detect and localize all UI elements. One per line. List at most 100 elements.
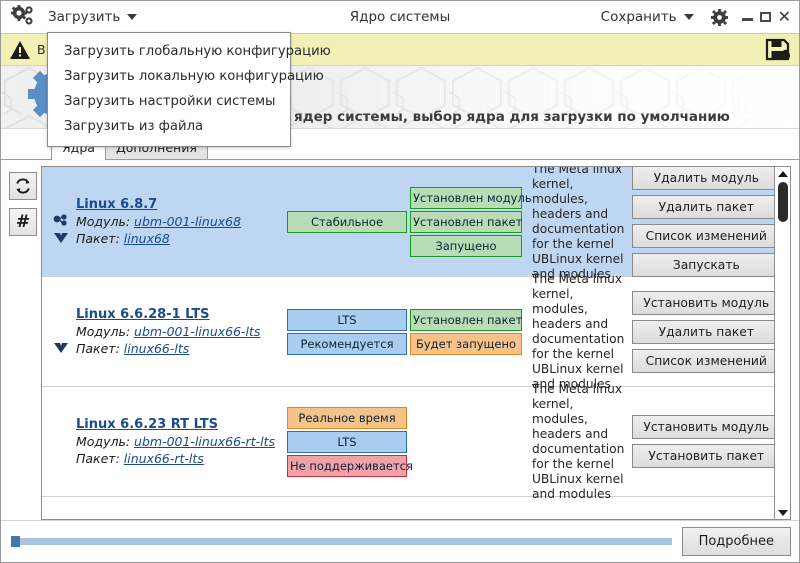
remove-package-button[interactable]: Удалить пакет xyxy=(632,195,774,219)
module-label: Модуль: xyxy=(76,323,131,339)
refresh-button[interactable] xyxy=(9,172,37,200)
hash-icon: # xyxy=(15,211,31,232)
package-label: Пакет: xyxy=(76,450,120,466)
chevron-down-icon xyxy=(683,14,694,20)
package-link[interactable]: linux66-lts xyxy=(123,340,190,356)
chevron-down-icon xyxy=(127,14,138,20)
module-link[interactable]: ubm-001-linux68 xyxy=(134,213,242,229)
refresh-icon xyxy=(14,177,32,195)
module-label: Модуль: xyxy=(76,213,131,229)
package-label: Пакет: xyxy=(76,340,120,356)
module-link[interactable]: ubm-001-linux66-rt-lts xyxy=(134,433,275,449)
kernel-package-line: Пакет: linux66-lts xyxy=(76,340,287,357)
details-button[interactable]: Подробнее xyxy=(681,527,791,556)
install-module-button[interactable]: Установить модуль xyxy=(632,415,774,439)
minimize-icon[interactable] xyxy=(741,18,753,21)
status-badges-left: LTS Рекомендуется xyxy=(287,308,407,355)
status-badge: LTS xyxy=(287,430,407,453)
kernel-description: The Meta linux kernel, modules, headers … xyxy=(532,271,625,391)
kernel-list: Linux 6.8.7 Модуль: ubm-001-linux68 Паке… xyxy=(41,166,791,520)
load-menu-label: Загрузить xyxy=(48,9,121,25)
table-row[interactable]: Linux 6.8.7 Модуль: ubm-001-linux68 Паке… xyxy=(42,167,774,281)
warning-triangle-icon xyxy=(9,40,31,60)
status-badge: Установлен пакет xyxy=(410,308,522,331)
footer: Подробнее xyxy=(1,520,799,562)
package-icon xyxy=(53,341,69,355)
status-badge: Реальное время xyxy=(287,406,407,429)
window-controls: ✕ xyxy=(741,7,791,26)
settings-gear-icon[interactable] xyxy=(710,8,728,26)
save-menu-button[interactable]: Сохранить xyxy=(596,7,699,27)
menu-item-from-file[interactable]: Загрузить из файла xyxy=(64,119,204,134)
package-icon xyxy=(53,231,69,245)
module-icon xyxy=(53,213,69,227)
status-badge: Установлен модуль xyxy=(410,186,532,209)
remove-module-button[interactable]: Удалить модуль xyxy=(632,167,774,190)
run-button[interactable]: Запускать xyxy=(632,253,774,277)
install-package-button[interactable]: Установить пакет xyxy=(632,444,774,468)
package-link[interactable]: linux66-rt-lts xyxy=(123,450,204,466)
maximize-icon[interactable] xyxy=(759,12,771,22)
body-area: # xyxy=(1,160,799,520)
kernel-description: The Meta linux kernel, modules, headers … xyxy=(532,167,625,281)
scroll-down-arrow-icon[interactable] xyxy=(775,506,790,519)
close-icon[interactable]: ✕ xyxy=(777,7,791,26)
kernel-title[interactable]: Linux 6.8.7 xyxy=(76,196,158,212)
table-row[interactable]: Linux 6.6.28-1 LTS Модуль: ubm-001-linux… xyxy=(42,272,774,391)
status-badge: Будет запущено xyxy=(410,332,522,355)
kernel-package-line: Пакет: linux68 xyxy=(76,230,287,247)
status-badge: Запущено xyxy=(410,234,522,257)
row-actions: Установить модуль Установить пакет xyxy=(632,415,774,468)
vertical-scrollbar[interactable] xyxy=(774,167,790,519)
hash-button[interactable]: # xyxy=(9,208,37,236)
status-badges-right: Установлен модуль Установлен пакет Запущ… xyxy=(410,186,532,257)
progress-slider[interactable] xyxy=(11,534,672,550)
side-toolbar: # xyxy=(5,166,41,520)
app-gears-icon xyxy=(9,5,37,29)
row-icons xyxy=(50,435,72,449)
kernel-package-line: Пакет: linux66-rt-lts xyxy=(76,450,287,467)
slider-track[interactable] xyxy=(11,538,672,545)
load-dropdown-menu[interactable]: Загрузить глобальную конфигурацию Загруз… xyxy=(47,32,331,147)
table-row[interactable]: Linux 6.6.23 RT LTS Модуль: ubm-001-linu… xyxy=(42,382,774,501)
load-menu-button[interactable]: Загрузить xyxy=(43,7,142,27)
kernel-description: The Meta linux kernel, modules, headers … xyxy=(532,381,625,501)
kernel-title[interactable]: Linux 6.6.23 RT LTS xyxy=(76,416,218,432)
scroll-up-arrow-icon[interactable] xyxy=(775,167,790,180)
slider-knob[interactable] xyxy=(11,536,20,547)
kernel-module-line: Модуль: ubm-001-linux66-rt-lts xyxy=(76,433,287,450)
scrollbar-thumb[interactable] xyxy=(778,182,788,222)
kernel-info: Linux 6.6.23 RT LTS Модуль: ubm-001-linu… xyxy=(72,417,287,467)
menu-item-system-settings[interactable]: Загрузить настройки системы xyxy=(64,94,276,109)
status-badge: Рекомендуется xyxy=(287,332,407,355)
package-label: Пакет: xyxy=(76,230,120,246)
remove-package-button[interactable]: Удалить пакет xyxy=(632,319,774,344)
status-badge: Стабильное xyxy=(287,210,407,233)
module-label: Модуль: xyxy=(76,433,131,449)
save-locked-icon[interactable] xyxy=(765,38,791,62)
menu-item-local-config[interactable]: Загрузить локальную конфигурацию xyxy=(64,69,324,84)
module-link[interactable]: ubm-001-linux66-lts xyxy=(134,323,261,339)
kernel-list-inner: Linux 6.8.7 Модуль: ubm-001-linux68 Паке… xyxy=(42,167,774,519)
row-actions: Удалить модуль Удалить пакет Список изме… xyxy=(632,167,774,277)
row-icons xyxy=(50,309,72,355)
row-icons xyxy=(50,199,72,245)
save-menu-label: Сохранить xyxy=(600,9,677,25)
menu-item-global-config[interactable]: Загрузить глобальную конфигурацию xyxy=(64,44,331,59)
kernel-module-line: Модуль: ubm-001-linux68 xyxy=(76,213,287,230)
install-module-button[interactable]: Установить модуль xyxy=(632,290,774,315)
changelog-button[interactable]: Список изменений xyxy=(632,348,774,373)
status-badges-right: Установлен пакет Будет запущено xyxy=(410,308,522,355)
kernel-module-line: Модуль: ubm-001-linux66-lts xyxy=(76,323,287,340)
status-badge: LTS xyxy=(287,308,407,331)
package-link[interactable]: linux68 xyxy=(123,230,170,246)
kernel-info: Linux 6.8.7 Модуль: ubm-001-linux68 Паке… xyxy=(72,197,287,247)
warning-text: В xyxy=(37,42,46,57)
status-badge: Установлен пакет xyxy=(410,210,522,233)
title-bar: Загрузить Ядро системы Сохранить xyxy=(1,1,799,34)
status-badge: Не поддерживается xyxy=(287,454,413,477)
title-bar-right: Сохранить xyxy=(596,7,791,27)
changelog-button[interactable]: Список изменений xyxy=(632,224,774,248)
kernel-title[interactable]: Linux 6.6.28-1 LTS xyxy=(76,306,210,322)
